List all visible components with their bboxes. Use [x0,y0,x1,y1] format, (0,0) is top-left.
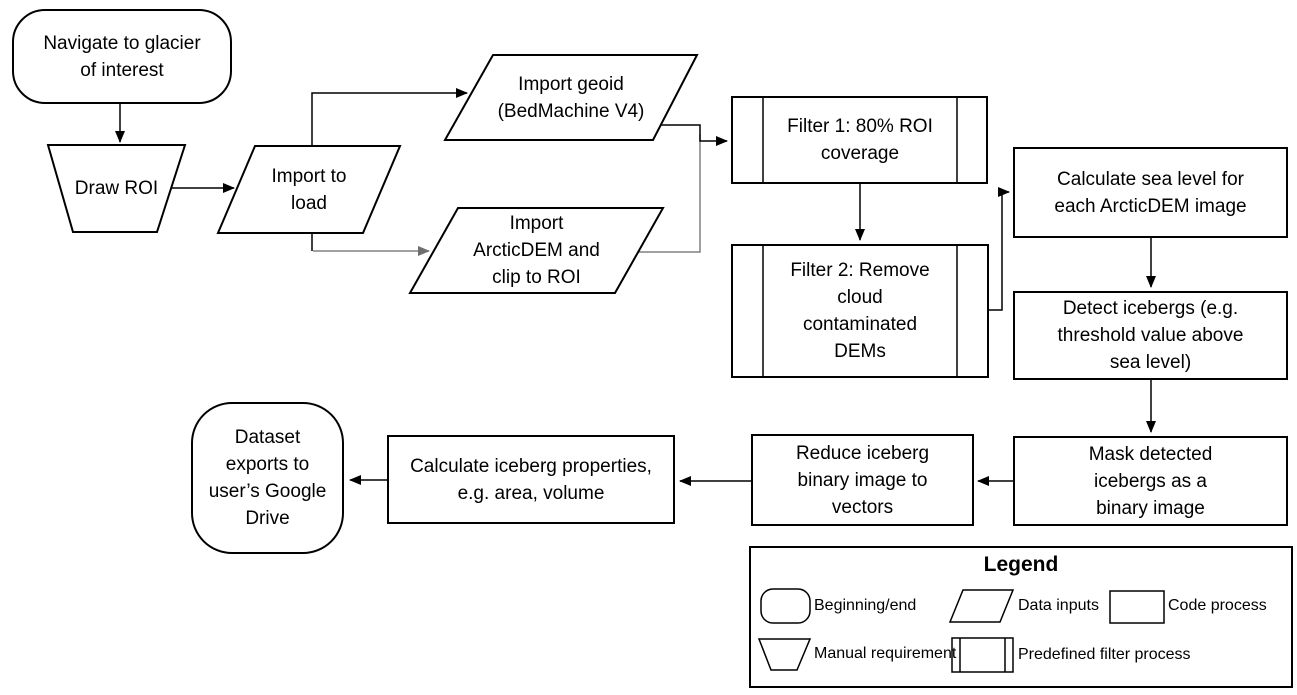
legend-trapezoid-icon [757,638,812,671]
connector-arcticdem-merge [638,134,701,253]
node-detect-icebergs-shape [1013,291,1288,380]
legend-title: Legend [983,553,1059,576]
legend-label-manual-requirement: Manual requirement [814,645,957,662]
node-reduce-vectors-shape [751,434,974,526]
node-import-to-load-shape [216,145,402,234]
node-import-geoid-shape [443,54,699,141]
node-mask-icebergs-shape [1013,436,1288,526]
legend-rectangle-icon [1109,590,1165,624]
legend-predefined-icon [951,637,1014,673]
legend-label-code-process: Code process [1168,597,1267,614]
connector-layer [115,88,1156,486]
connector-geoid-to-filter1 [661,124,728,146]
legend-label-predefined-filter: Predefined filter process [1018,646,1191,663]
legend-parallelogram-icon [948,589,1015,623]
legend-layer [749,546,1293,688]
legend-terminator-icon [760,588,811,624]
node-navigate-shape [12,9,232,104]
connector-filter2-to-sealevel [988,187,1010,311]
legend-label-data-inputs: Data inputs [1018,597,1099,614]
node-filter2-shape [731,244,989,378]
connector-import-to-geoid [311,88,468,146]
legend-label-beginning-end: Beginning/end [814,597,917,614]
node-draw-roi-shape [46,144,187,233]
legend-box [749,546,1293,688]
node-filter1-shape [731,96,988,184]
node-dataset-exports-shape [191,402,344,554]
node-import-arcticdem-shape [408,207,665,294]
node-layer [12,9,1288,554]
node-calc-properties-shape [387,435,675,524]
node-calc-sea-level-shape [1013,147,1288,238]
